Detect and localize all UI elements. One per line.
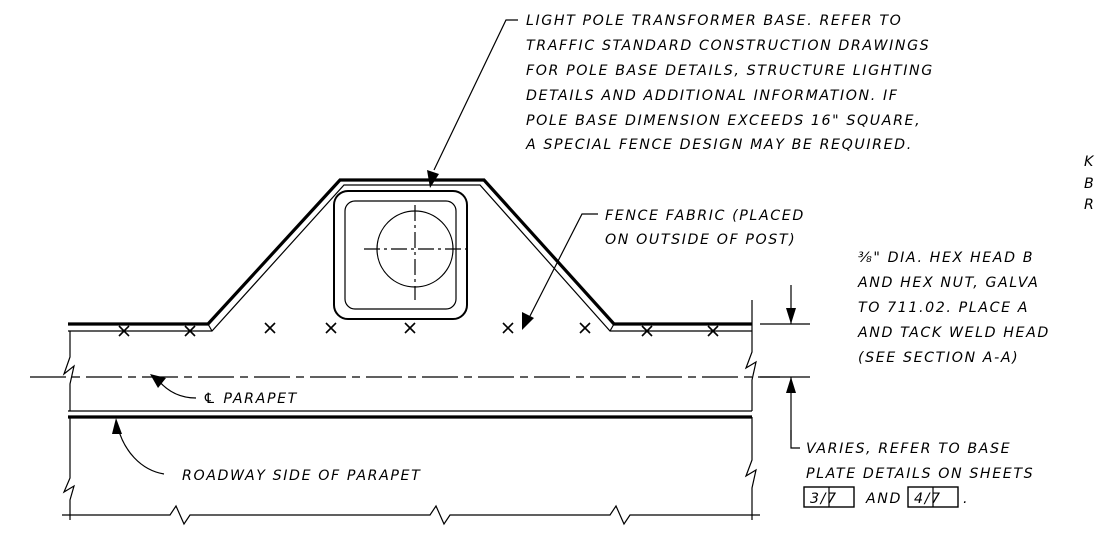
note-line: LIGHT POLE TRANSFORMER BASE. REFER TO [526,13,902,29]
pole-circle [376,210,454,288]
varies-arrowhead-bottom [786,377,796,393]
note-varies: VARIES, REFER TO BASE PLATE DETAILS ON S… [806,441,1034,482]
parapet-left-edge-bottom [62,417,75,520]
note-line: DETAILS AND ADDITIONAL INFORMATION. IF [526,88,899,104]
fence-outline [68,178,752,332]
leader-cl-parapet [150,374,197,399]
note-line: FENCE FABRIC (PLACED [605,208,805,224]
note-line: POLE BASE DIMENSION EXCEEDS 16" SQUARE, [526,113,921,129]
bottom-dimension [62,504,760,526]
varies-leader [790,430,800,449]
post-marker [404,322,416,334]
note-roadway-side: ROADWAY SIDE OF PARAPET [182,468,421,484]
note-line: FOR POLE BASE DETAILS, STRUCTURE LIGHTIN… [526,63,934,79]
sheet-ref-1: 3/7 [810,491,838,507]
note-line: VARIES, REFER TO BASE [806,441,1011,457]
note-line: R [1084,197,1095,213]
post-marker [184,325,196,337]
leader-roadway [112,418,165,475]
note-cl-parapet: ℄ PARAPET [203,391,298,407]
leader-transformer [427,19,518,188]
sheet-ref-end: . [963,491,969,507]
note-line: K [1084,154,1095,170]
parapet-right-edge-top [744,300,757,411]
base-inner-square [344,200,457,310]
fence-joint-right [609,323,615,332]
transformer-base [333,190,468,320]
note-line: ON OUTSIDE OF POST) [605,232,796,248]
note-bolt: ⅜" DIA. HEX HEAD B AND HEX NUT, GALVA TO… [857,250,1050,366]
parapet-left-edge-top [62,331,75,411]
note-line: TRAFFIC STANDARD CONSTRUCTION DRAWINGS [526,38,930,54]
base-outer-square [333,190,468,320]
post-marker [707,325,719,337]
note-edge-fragment: K B R [1084,154,1095,213]
sheet-ref-connector: AND [865,491,902,507]
note-fence-fabric: FENCE FABRIC (PLACED ON OUTSIDE OF POST) [605,208,805,248]
parapet-right-edge-bottom [744,417,757,520]
note-line: AND HEX NUT, GALVA [857,275,1039,291]
post-marker [118,325,130,337]
post-markers [118,322,719,337]
note-line: B [1084,176,1095,192]
varies-arrowhead-top [786,308,796,324]
note-line: A SPECIAL FENCE DESIGN MAY BE REQUIRED. [525,137,913,153]
sheet-ref-2: 4/7 [914,491,942,507]
fence-line-outer [68,178,752,326]
post-marker [502,322,514,334]
note-line: PLATE DETAILS ON SHEETS [806,466,1034,482]
leader-fence-fabric [522,213,598,330]
note-line: (SEE SECTION A-A) [858,350,1019,366]
varies-dimension [760,285,810,449]
post-marker [641,325,653,337]
bottom-dim-line [62,504,760,526]
note-line: TO 711.02. PLACE A [858,300,1029,316]
note-line: ⅜" DIA. HEX HEAD B [858,250,1034,266]
post-marker [579,322,591,334]
note-line: AND TACK WELD HEAD [857,325,1050,341]
fence-joint-left [207,323,213,332]
fence-fabric-line [68,184,752,332]
post-marker [264,322,276,334]
note-transformer-base: LIGHT POLE TRANSFORMER BASE. REFER TO TR… [525,13,934,153]
post-marker [325,322,337,334]
sheet-references: 3/7 AND 4/7 . [803,486,969,508]
